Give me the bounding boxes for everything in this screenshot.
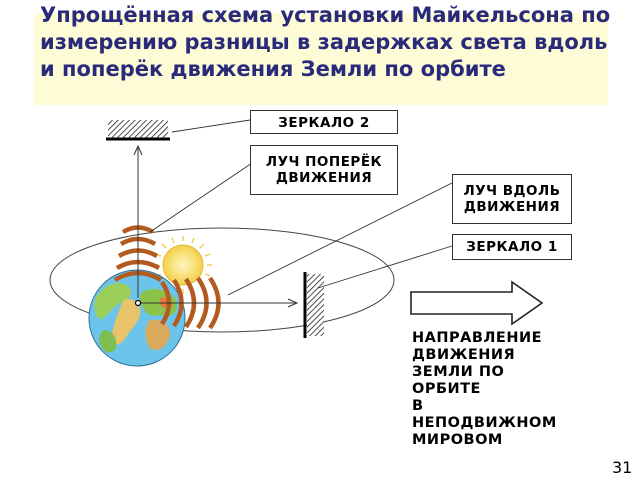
title-background bbox=[34, 13, 608, 105]
mirror-1 bbox=[303, 272, 324, 338]
slide-title: Упрощённая схема установки Майкельсона п… bbox=[40, 3, 611, 81]
longitudinal-beam-arrowhead bbox=[287, 298, 299, 308]
earth-orbit bbox=[49, 227, 395, 333]
mirror-2 bbox=[106, 120, 170, 141]
earth-globe-icon bbox=[88, 269, 186, 367]
label-transverse-beam: ЛУЧ ПОПЕРЁК ДВИЖЕНИЯ bbox=[250, 145, 398, 195]
label-mirror-1: ЗЕРКАЛО 1 bbox=[452, 234, 572, 260]
label-longitudinal-beam: ЛУЧ ВДОЛЬ ДВИЖЕНИЯ bbox=[452, 174, 572, 224]
transverse-beam-arrowhead bbox=[133, 144, 143, 156]
page-number: 31 bbox=[612, 458, 633, 477]
direction-arrow-icon bbox=[410, 280, 544, 326]
label-mirror-2: ЗЕРКАЛО 2 bbox=[250, 110, 398, 134]
beam-splitter-point bbox=[134, 299, 142, 307]
label-leader-lines bbox=[149, 119, 453, 296]
direction-caption: НАПРАВЛЕНИЕ ДВИЖЕНИЯ ЗЕМЛИ ПО ОРБИТЕ В Н… bbox=[412, 330, 557, 448]
